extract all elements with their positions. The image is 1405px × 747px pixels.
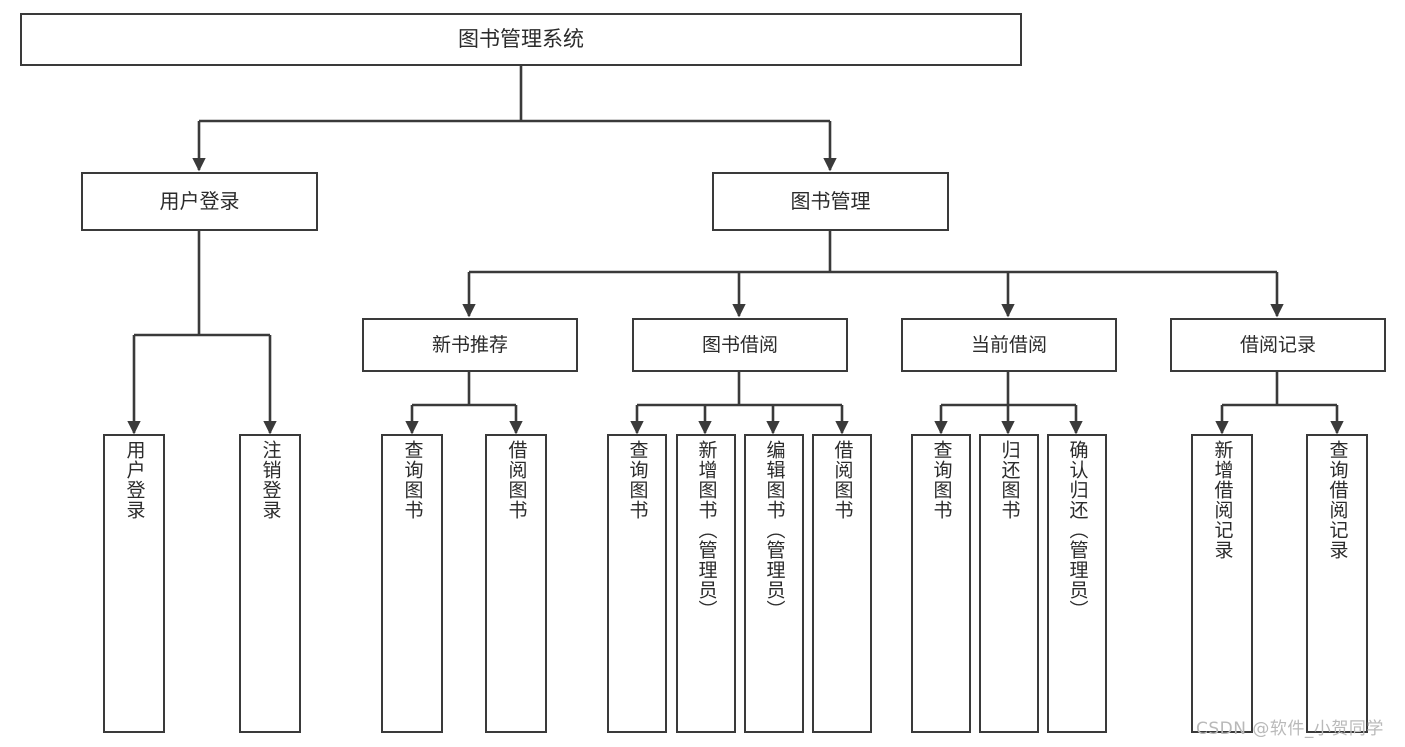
node-label: 编辑图书（管理员） [763,440,786,620]
node-book-borrow[interactable]: 图书借阅 [632,318,848,372]
leaf-borrow-book[interactable]: 借阅图书 [812,434,872,733]
csdn-watermark: CSDN @软件_小贺同学 [1196,719,1384,739]
node-new-book-recommend[interactable]: 新书推荐 [362,318,578,372]
leaf-query-book-borrow[interactable]: 查询图书 [607,434,667,733]
leaf-return-book[interactable]: 归还图书 [979,434,1039,733]
node-label: 新书推荐 [431,333,508,356]
node-label: 图书管理系统 [458,27,584,52]
node-root-book-management-system[interactable]: 图书管理系统 [20,13,1022,66]
node-book-management[interactable]: 图书管理 [712,172,949,231]
leaf-add-book-admin[interactable]: 新增图书（管理员） [676,434,736,733]
leaf-user-login[interactable]: 用户登录 [103,434,165,733]
node-label: 借阅记录 [1239,333,1316,356]
node-label: 注销登录 [259,440,282,520]
node-user-login[interactable]: 用户登录 [81,172,318,231]
leaf-borrow-book-new[interactable]: 借阅图书 [485,434,547,733]
node-current-borrow[interactable]: 当前借阅 [901,318,1117,372]
leaf-add-borrow-record[interactable]: 新增借阅记录 [1191,434,1253,733]
node-label: 查询图书 [930,440,953,520]
node-label: 图书借阅 [701,333,778,356]
node-label: 借阅图书 [505,440,528,520]
node-label: 新增借阅记录 [1211,440,1234,560]
leaf-confirm-return-admin[interactable]: 确认归还（管理员） [1047,434,1107,733]
leaf-logout[interactable]: 注销登录 [239,434,301,733]
leaf-query-borrow-record[interactable]: 查询借阅记录 [1306,434,1368,733]
node-label: 借阅图书 [831,440,854,520]
leaf-query-book-new[interactable]: 查询图书 [381,434,443,733]
node-label: 用户登录 [123,440,146,520]
node-borrow-record[interactable]: 借阅记录 [1170,318,1386,372]
node-label: 图书管理 [790,188,871,213]
leaf-query-book-current[interactable]: 查询图书 [911,434,971,733]
node-label: 确认归还（管理员） [1066,440,1089,620]
node-label: 查询图书 [626,440,649,520]
node-label: 当前借阅 [970,333,1047,356]
node-label: 查询图书 [401,440,424,520]
node-label: 归还图书 [998,440,1021,520]
leaf-edit-book-admin[interactable]: 编辑图书（管理员） [744,434,804,733]
node-label: 新增图书（管理员） [695,440,718,620]
node-label: 用户登录 [159,188,240,213]
node-label: 查询借阅记录 [1326,440,1349,560]
